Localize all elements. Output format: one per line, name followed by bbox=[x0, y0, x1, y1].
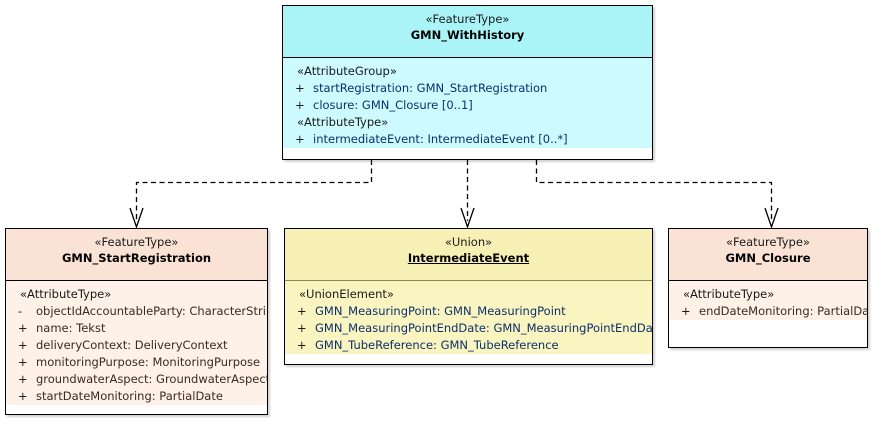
attribute-row[interactable]: + startDateMonitoring: PartialDate bbox=[6, 388, 267, 405]
attribute-label: GMN_MeasuringPoint: GMN_MeasuringPoint bbox=[315, 304, 566, 318]
attribute-label: GMN_TubeReference: GMN_TubeReference bbox=[315, 338, 559, 352]
visibility-marker: + bbox=[295, 81, 305, 95]
class-body-gmn-startregistration: «AttributeType» - objectIdAccountablePar… bbox=[6, 281, 267, 405]
attribute-label: objectIdAccountableParty: CharacterStrin… bbox=[36, 304, 267, 318]
visibility-marker: + bbox=[297, 304, 307, 318]
attribute-label: groundwaterAspect: GroundwaterAspect bbox=[36, 372, 267, 386]
class-body-intermediateevent: «UnionElement» + GMN_MeasuringPoint: GMN… bbox=[285, 281, 652, 354]
compartment-stereotype-attributetype: «AttributeType» bbox=[683, 287, 775, 301]
class-header-intermediateevent: «Union» IntermediateEvent bbox=[285, 229, 652, 281]
compartment-stereotype-attributetype: «AttributeType» bbox=[20, 287, 112, 301]
class-box-gmn-withhistory[interactable]: «FeatureType» GMN_WithHistory «Attribute… bbox=[282, 5, 653, 160]
visibility-marker: + bbox=[18, 372, 28, 386]
class-stereotype: «FeatureType» bbox=[94, 235, 179, 249]
visibility-marker: - bbox=[18, 304, 23, 318]
attribute-row[interactable]: + GMN_MeasuringPointEndDate: GMN_Measuri… bbox=[285, 320, 652, 337]
attribute-label: name: Tekst bbox=[36, 321, 106, 335]
class-title: IntermediateEvent bbox=[407, 251, 530, 265]
class-box-intermediateevent[interactable]: «Union» IntermediateEvent «UnionElement»… bbox=[284, 228, 653, 365]
class-header-gmn-withhistory: «FeatureType» GMN_WithHistory bbox=[283, 6, 652, 58]
visibility-marker: + bbox=[295, 98, 305, 112]
attribute-label: closure: GMN_Closure [0..1] bbox=[313, 98, 473, 112]
attribute-row[interactable]: + endDateMonitoring: PartialDate bbox=[669, 303, 867, 320]
class-header-gmn-startregistration: «FeatureType» GMN_StartRegistration bbox=[6, 229, 267, 281]
attribute-row[interactable]: + groundwaterAspect: GroundwaterAspect bbox=[6, 371, 267, 388]
attribute-row[interactable]: + monitoringPurpose: MonitoringPurpose bbox=[6, 354, 267, 371]
class-title: GMN_Closure bbox=[725, 251, 811, 265]
class-stereotype: «FeatureType» bbox=[726, 235, 810, 249]
attribute-label: intermediateEvent: IntermediateEvent [0.… bbox=[313, 132, 568, 146]
attribute-row[interactable]: + closure: GMN_Closure [0..1] bbox=[283, 97, 652, 114]
visibility-marker: + bbox=[681, 304, 691, 318]
compartment-stereotype-attributegroup: «AttributeGroup» bbox=[297, 64, 397, 78]
attribute-label: deliveryContext: DeliveryContext bbox=[36, 338, 228, 352]
attribute-row[interactable]: + GMN_MeasuringPoint: GMN_MeasuringPoint bbox=[285, 303, 652, 320]
class-body-gmn-closure: «AttributeType» + endDateMonitoring: Par… bbox=[669, 281, 867, 320]
attribute-row[interactable]: - objectIdAccountableParty: CharacterStr… bbox=[6, 303, 267, 320]
attribute-label: monitoringPurpose: MonitoringPurpose bbox=[36, 355, 261, 369]
visibility-marker: + bbox=[18, 338, 28, 352]
connector-withhistory-to-startregistration[interactable] bbox=[129, 160, 373, 230]
attribute-row[interactable]: + name: Tekst bbox=[6, 320, 267, 337]
compartment-stereotype-unionelement: «UnionElement» bbox=[299, 287, 394, 301]
attribute-label: startDateMonitoring: PartialDate bbox=[36, 389, 223, 403]
connector-withhistory-to-intermediateevent[interactable] bbox=[460, 160, 475, 230]
attribute-row[interactable]: + intermediateEvent: IntermediateEvent [… bbox=[283, 131, 652, 148]
visibility-marker: + bbox=[295, 132, 305, 146]
visibility-marker: + bbox=[18, 389, 28, 403]
class-box-gmn-startregistration[interactable]: «FeatureType» GMN_StartRegistration «Att… bbox=[5, 228, 268, 415]
attribute-label: endDateMonitoring: PartialDate bbox=[699, 304, 867, 318]
attribute-label: GMN_MeasuringPointEndDate: GMN_Measuring… bbox=[315, 321, 652, 335]
compartment-stereotype-attributetype: «AttributeType» bbox=[297, 115, 389, 129]
class-box-gmn-closure[interactable]: «FeatureType» GMN_Closure «AttributeType… bbox=[668, 228, 868, 348]
visibility-marker: + bbox=[18, 355, 28, 369]
class-body-gmn-withhistory: «AttributeGroup» + startRegistration: GM… bbox=[283, 58, 652, 148]
class-header-gmn-closure: «FeatureType» GMN_Closure bbox=[669, 229, 867, 281]
attribute-row[interactable]: + GMN_TubeReference: GMN_TubeReference bbox=[285, 337, 652, 354]
class-title: GMN_StartRegistration bbox=[61, 251, 212, 265]
visibility-marker: + bbox=[297, 321, 307, 335]
attribute-row[interactable]: + deliveryContext: DeliveryContext bbox=[6, 337, 267, 354]
class-title: GMN_WithHistory bbox=[410, 28, 525, 42]
attribute-row[interactable]: + startRegistration: GMN_StartRegistrati… bbox=[283, 80, 652, 97]
class-stereotype: «FeatureType» bbox=[425, 12, 510, 26]
visibility-marker: + bbox=[18, 321, 28, 335]
connector-withhistory-to-closure[interactable] bbox=[535, 160, 779, 230]
attribute-label: startRegistration: GMN_StartRegistration bbox=[313, 81, 548, 95]
class-stereotype: «Union» bbox=[444, 235, 493, 249]
visibility-marker: + bbox=[297, 338, 307, 352]
